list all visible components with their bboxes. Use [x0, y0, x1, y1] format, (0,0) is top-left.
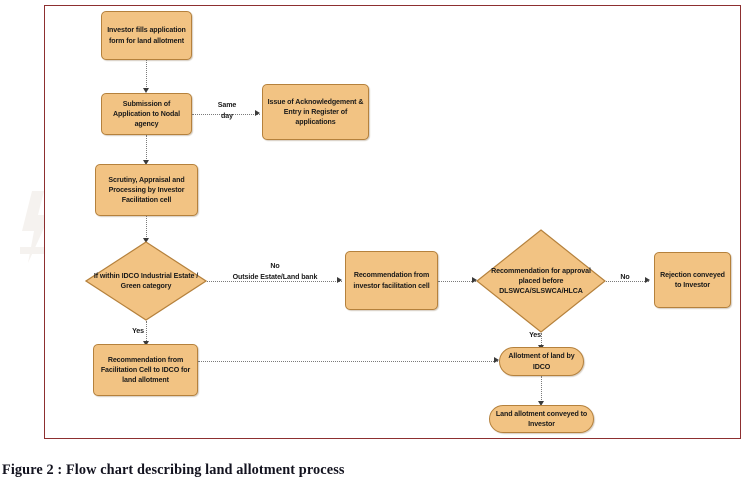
arrow-recommendation-idco-to-allotment — [494, 357, 499, 363]
edge-label-decision-no: No Outside Estate/Land bank — [200, 261, 350, 282]
connector-allotment-to-conveyed — [541, 376, 542, 402]
node-issue-of-acknowledgement[interactable]: Issue of Acknowledgement & Entry in Regi… — [262, 84, 369, 140]
connector-application-to-submission — [146, 60, 147, 89]
node-label: Scrutiny, Appraisal and Processing by In… — [108, 175, 185, 205]
diamond-shape-icon — [476, 229, 606, 333]
node-recommendation-to-idco[interactable]: Recommendation from Facilitation Cell to… — [93, 344, 198, 396]
arrow-allotment-to-conveyed — [538, 401, 544, 406]
arrow-submission-to-acknowledgement — [255, 110, 260, 116]
node-label: Allotment of land by IDCO — [508, 352, 575, 371]
edge-label-same-day-line1: Same — [217, 101, 237, 109]
node-recommendation-for-approval-decision[interactable]: Recommendation for approval placed befor… — [476, 229, 606, 333]
node-scrutiny-appraisal-processing[interactable]: Scrutiny, Appraisal and Processing by In… — [95, 164, 198, 216]
edge-label-approval-no: No — [620, 273, 630, 281]
arrow-recommendation-to-approval — [472, 277, 477, 283]
node-within-idco-estate-decision[interactable]: If within IDCO Industrial Estate / Green… — [85, 241, 207, 321]
node-investor-fills-application[interactable]: Investor fills application form for land… — [101, 11, 192, 60]
connector-scrutiny-to-decision — [146, 216, 147, 239]
figure-caption: Figure 2 : Flow chart describing land al… — [2, 462, 345, 478]
node-rejection-conveyed[interactable]: Rejection conveyed to Investor — [654, 252, 731, 308]
node-submission-to-nodal-agency[interactable]: Submission of Application to Nodal agenc… — [101, 93, 192, 135]
node-label: Land allotment conveyed to Investor — [495, 409, 588, 428]
edge-label-decision-no-line1: No — [270, 262, 280, 270]
arrow-decision-no-to-recommendation — [337, 277, 342, 283]
node-land-allotment-conveyed[interactable]: Land allotment conveyed to Investor — [489, 405, 594, 433]
diamond-shape-icon — [85, 241, 207, 321]
node-recommendation-from-ifc[interactable]: Recommendation from investor facilitatio… — [345, 251, 438, 310]
arrow-application-to-submission — [143, 88, 149, 93]
edge-label-decision-no-line2: Outside Estate/Land bank — [232, 272, 318, 281]
node-label: Investor fills application form for land… — [107, 26, 186, 45]
arrow-decision-yes-to-recommendation-idco — [143, 341, 149, 346]
edge-label-approval-yes: Yes — [529, 331, 541, 339]
node-allotment-of-land[interactable]: Allotment of land by IDCO — [499, 347, 584, 376]
node-label: Submission of Application to Nodal agenc… — [113, 99, 180, 129]
arrow-submission-to-scrutiny — [143, 160, 149, 165]
arrow-scrutiny-to-decision — [143, 238, 149, 243]
edge-label-same-day: Same day — [205, 100, 249, 121]
edge-label-decision-yes: Yes — [132, 327, 144, 335]
connector-recommendation-idco-to-allotment — [198, 361, 498, 362]
node-label: Issue of Acknowledgement & Entry in Regi… — [267, 97, 364, 127]
node-label: Recommendation from Facilitation Cell to… — [100, 355, 191, 385]
connector-decision-yes-to-recommendation-idco — [146, 321, 147, 343]
node-label: Recommendation from investor facilitatio… — [353, 271, 430, 290]
connector-recommendation-to-approval — [438, 281, 476, 282]
edge-label-same-day-line2: day — [221, 111, 233, 120]
arrow-approval-no-to-rejection — [645, 277, 650, 283]
node-label: Rejection conveyed to Investor — [660, 270, 725, 289]
flowchart-canvas: Investor fills application form for land… — [85, 11, 731, 433]
connector-submission-to-scrutiny — [146, 135, 147, 161]
